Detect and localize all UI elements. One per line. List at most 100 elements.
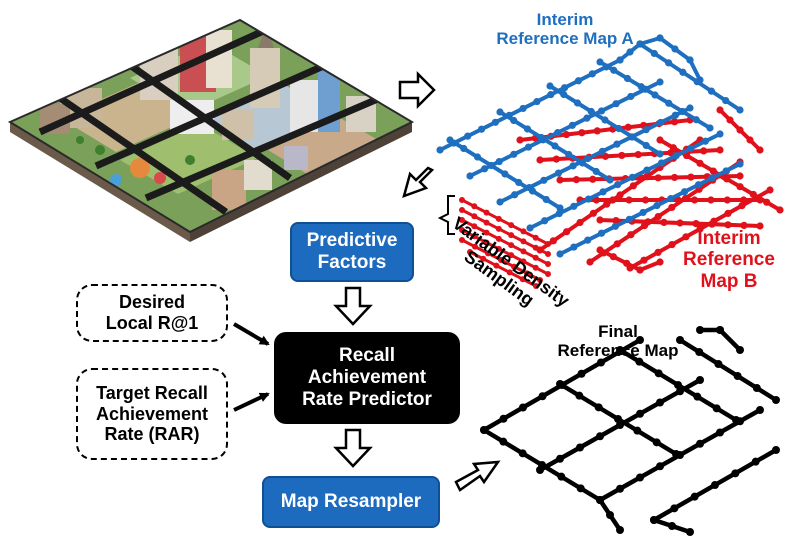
final-map-node <box>696 326 704 334</box>
map-a-node <box>613 140 621 148</box>
map-a-node <box>707 87 716 95</box>
final-map-node <box>556 380 564 388</box>
recall-achievement-rate-predictor-box: Recall Achievement Rate Predictor <box>274 332 460 424</box>
map-a-node <box>569 162 577 170</box>
final-map-label: Final Reference Map <box>557 322 679 361</box>
map-a-node <box>526 224 534 232</box>
final-map-node <box>732 416 740 424</box>
final-map-node <box>556 454 564 463</box>
final-map-node <box>557 472 566 481</box>
target-rar-box: Target Recall Achievement Rate (RAR) <box>76 368 228 460</box>
final-map-node <box>652 438 661 447</box>
hollow-arrow-icon <box>402 166 435 198</box>
map-b-node <box>618 151 626 160</box>
sampling-node <box>493 262 500 269</box>
map-b-node <box>640 256 648 264</box>
map-b-node <box>536 156 544 164</box>
map-a-node <box>639 208 647 217</box>
map-a-node <box>611 222 619 230</box>
map-a-node <box>547 91 555 99</box>
final-map-node <box>636 336 644 344</box>
map-a-node <box>628 173 636 181</box>
map-a-node <box>510 116 518 125</box>
map-a-node <box>650 49 658 58</box>
sampling-node <box>459 237 465 243</box>
map-b-node <box>690 196 699 204</box>
final-map-node <box>538 461 546 469</box>
map-a-node <box>597 107 606 115</box>
hollow-arrow-icon <box>333 428 373 468</box>
map-a-node <box>540 176 548 184</box>
sampling-node <box>508 242 515 249</box>
sampling-node <box>495 245 502 252</box>
sampling-node <box>495 225 502 232</box>
sampling-node <box>480 255 487 262</box>
map-a-node <box>722 167 730 175</box>
map-a-node <box>537 133 545 142</box>
sampling-node <box>495 235 502 242</box>
map-a-node <box>496 198 504 206</box>
map-a-node <box>584 236 592 244</box>
final-map-node <box>654 369 663 378</box>
sampling-node <box>498 257 504 263</box>
map-a-node <box>667 195 675 203</box>
map-b-node <box>681 194 690 202</box>
sampling-node <box>537 277 543 283</box>
map-a-node <box>554 169 563 177</box>
map-a-node <box>627 92 635 101</box>
map-a-node <box>565 150 573 159</box>
final-map-node <box>538 392 547 401</box>
hollow-arrow-icon <box>454 460 501 492</box>
target-arrow <box>233 392 270 412</box>
final-map-node <box>672 450 680 458</box>
map-a-node <box>701 137 709 145</box>
final-map-node <box>656 398 664 407</box>
map-a-node <box>519 104 527 113</box>
map-b-node <box>603 200 611 208</box>
map-b-node <box>589 175 597 183</box>
map-a-node <box>523 125 532 133</box>
final-map-node <box>518 449 527 458</box>
map-a-node <box>560 90 568 99</box>
map-a-node <box>672 152 680 160</box>
map-b-node <box>612 217 620 225</box>
map-b-node <box>629 182 637 190</box>
map-b-node <box>616 191 624 199</box>
map-a-node <box>692 116 700 124</box>
map-b-node <box>766 186 774 194</box>
map-a-node <box>515 178 523 187</box>
final-map-node <box>499 414 508 423</box>
final-map-node <box>596 496 604 504</box>
map-b-node <box>627 231 635 239</box>
final-map-node <box>733 372 742 380</box>
map-a-node <box>736 160 744 168</box>
map-a-node <box>510 150 518 158</box>
map-b-node <box>700 147 708 155</box>
map-b-node <box>716 106 724 114</box>
map-b-node <box>716 146 724 154</box>
map-b-node <box>669 144 677 152</box>
final-map-node <box>576 484 585 493</box>
map-a-node <box>657 159 666 167</box>
final-map-node <box>695 348 704 356</box>
sampling-node <box>471 213 478 220</box>
map-a-node <box>686 104 694 112</box>
map-b-node <box>740 221 748 229</box>
map-b-node <box>516 136 524 144</box>
final-map-node <box>696 439 704 448</box>
map-resampler-box: Map Resampler <box>262 476 440 528</box>
final-map-node <box>596 432 604 441</box>
map-b-node <box>593 127 601 135</box>
map-a-node <box>524 143 533 151</box>
map-a-node <box>601 116 609 124</box>
map-a-node <box>588 70 596 78</box>
sampling-node <box>532 234 539 241</box>
map-a-node <box>556 204 564 212</box>
map-a-node <box>491 118 499 126</box>
map-b-node <box>723 175 731 183</box>
map-b-node <box>556 176 564 184</box>
final-map-node <box>668 522 676 530</box>
map-b-node <box>756 146 764 154</box>
map-b-node <box>696 225 704 233</box>
